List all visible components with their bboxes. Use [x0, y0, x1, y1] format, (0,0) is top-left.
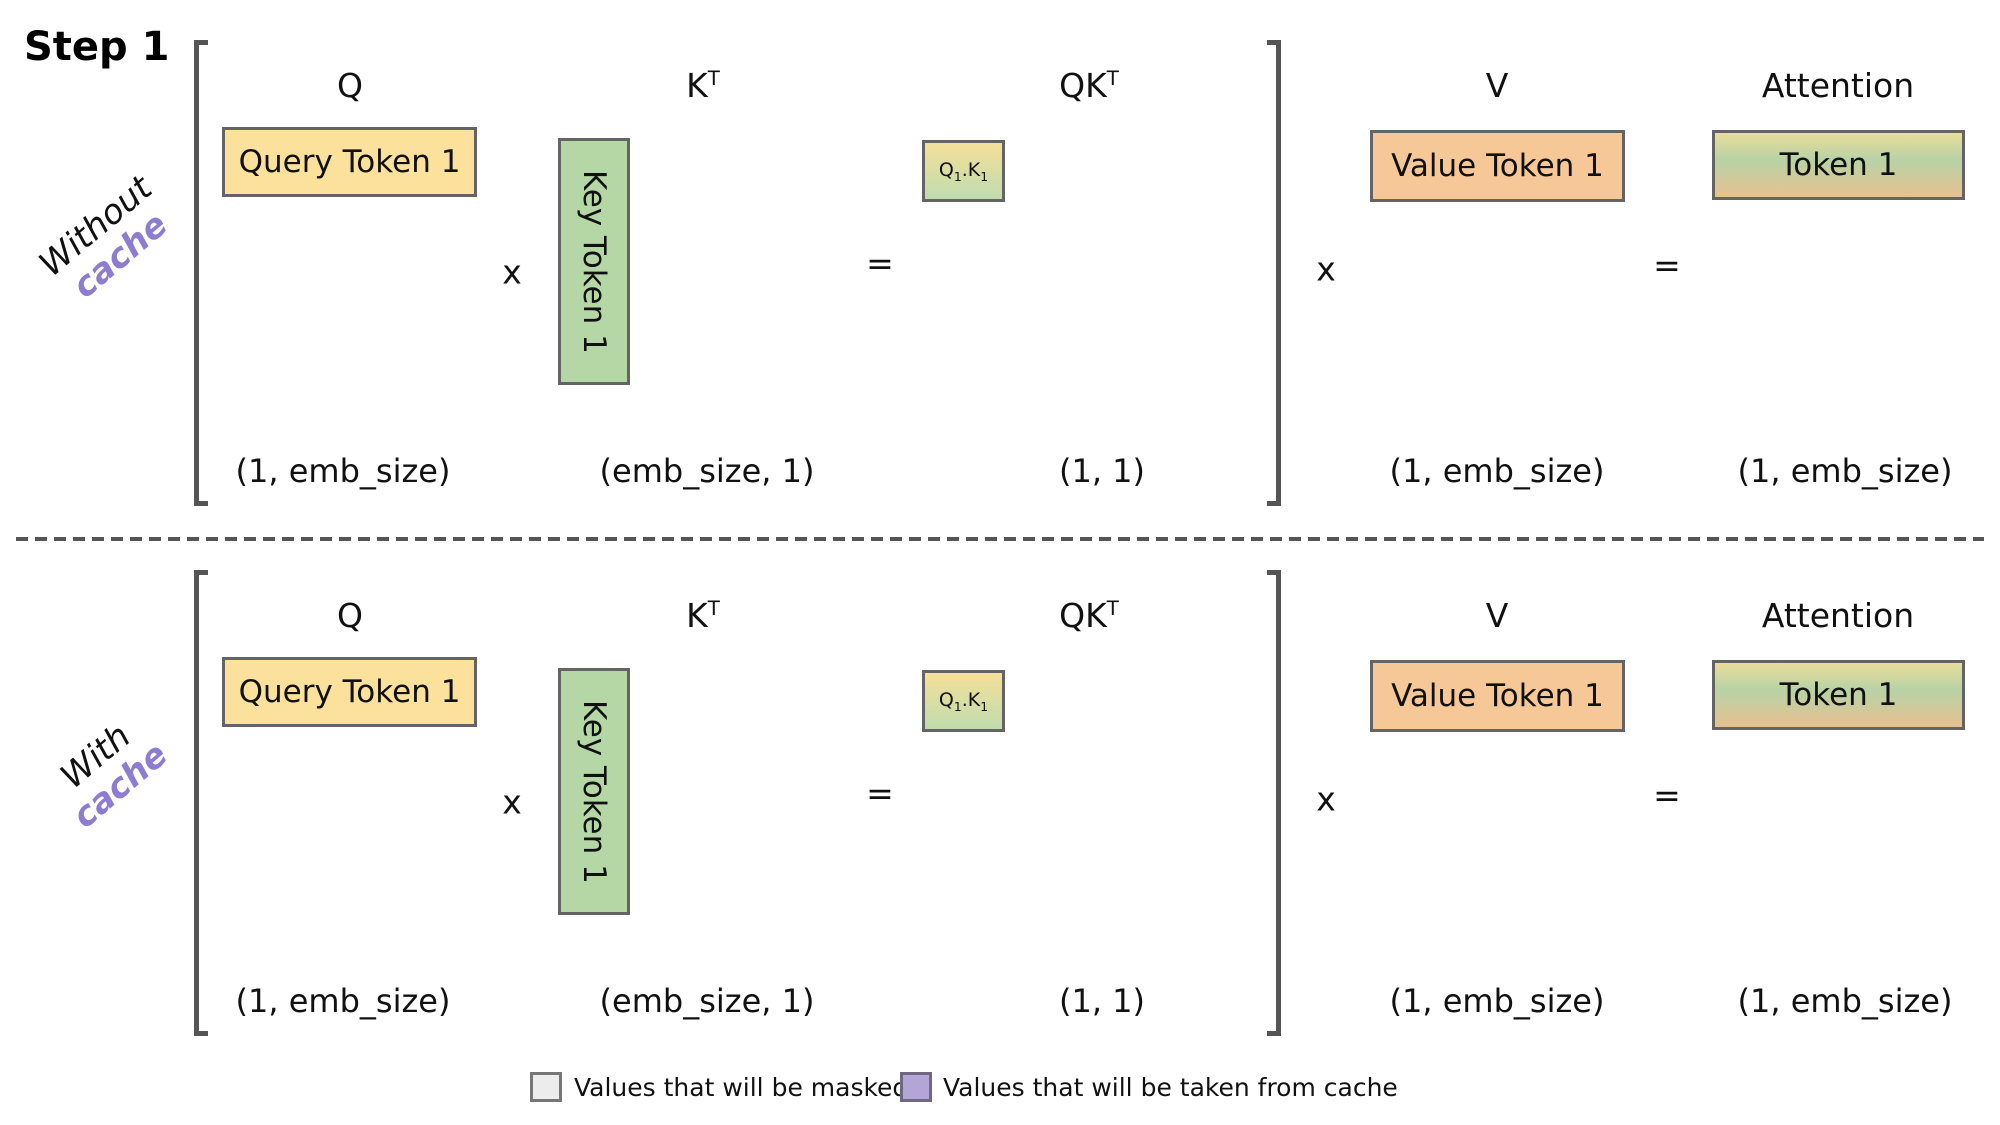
query-token-box: Query Token 1	[222, 657, 477, 727]
key-token-box: Key Token 1	[558, 668, 630, 915]
qk-cell-q-subscript: 1	[953, 169, 962, 184]
masked-legend-swatch	[530, 1072, 562, 1102]
equals-operator: =	[866, 773, 894, 813]
attention-column-header: Attention	[1761, 596, 1915, 635]
k-header-base: K	[686, 596, 708, 635]
k-shape-label: (emb_size, 1)	[599, 982, 815, 1020]
key-token-box: Key Token 1	[558, 138, 630, 385]
qk-product-cell: Q1.K1	[922, 140, 1005, 202]
attention-token-box: Token 1	[1712, 130, 1965, 200]
multiply-operator: x	[1316, 249, 1336, 289]
row-without-cache: Without cache Q Query Token 1 x KT Key T…	[0, 0, 2000, 530]
multiply-operator: x	[1316, 779, 1336, 819]
q-shape-label: (1, emb_size)	[235, 982, 451, 1020]
qk-header-base: QK	[1059, 66, 1107, 105]
masked-legend-label: Values that will be masked	[574, 1073, 909, 1102]
qk-header-superscript: T	[1106, 67, 1119, 90]
k-transpose-column-header: KT	[686, 596, 720, 635]
q-column-header: Q	[337, 66, 363, 105]
attention-shape-label: (1, emb_size)	[1737, 982, 1953, 1020]
row-side-label: Without cache	[15, 154, 202, 328]
v-column-header: V	[1485, 596, 1509, 635]
qk-transpose-column-header: QKT	[1059, 596, 1119, 635]
cache-legend-label: Values that will be taken from cache	[943, 1073, 1398, 1102]
dashed-separator	[16, 537, 1984, 541]
close-bracket-icon	[1267, 40, 1281, 506]
value-token-box: Value Token 1	[1370, 130, 1625, 202]
k-header-superscript: T	[707, 67, 720, 90]
qk-cell-separator: .	[961, 158, 968, 181]
q-column-header: Q	[337, 596, 363, 635]
k-shape-label: (emb_size, 1)	[599, 452, 815, 490]
qk-cell-k: K	[967, 158, 981, 181]
equals-operator: =	[1653, 775, 1681, 815]
qk-cell-k-subscript: 1	[980, 169, 989, 184]
query-token-box: Query Token 1	[222, 127, 477, 197]
k-header-base: K	[686, 66, 708, 105]
equals-operator: =	[866, 243, 894, 283]
row-with-cache: With cache Q Query Token 1 x KT Key Toke…	[0, 530, 2000, 1060]
qk-cell-q: Q	[938, 158, 954, 181]
v-shape-label: (1, emb_size)	[1389, 982, 1605, 1020]
qk-cell-label: Q1.K1	[939, 689, 988, 714]
open-bracket-icon	[194, 570, 208, 1036]
qk-shape-label: (1, 1)	[1058, 452, 1146, 490]
qk-cell-q: Q	[938, 688, 954, 711]
row-side-label: With cache	[15, 684, 202, 858]
attention-shape-label: (1, emb_size)	[1737, 452, 1953, 490]
qk-product-cell: Q1.K1	[922, 670, 1005, 732]
page-title: Step 1	[24, 24, 170, 70]
value-token-box: Value Token 1	[1370, 660, 1625, 732]
close-bracket-icon	[1267, 570, 1281, 1036]
qk-shape-label: (1, 1)	[1058, 982, 1146, 1020]
qk-cell-q-subscript: 1	[953, 699, 962, 714]
qk-cell-k-subscript: 1	[980, 699, 989, 714]
equals-operator: =	[1653, 245, 1681, 285]
k-transpose-column-header: KT	[686, 66, 720, 105]
cache-legend-swatch	[900, 1072, 932, 1102]
v-column-header: V	[1485, 66, 1509, 105]
qk-cell-separator: .	[961, 688, 968, 711]
qk-header-superscript: T	[1106, 597, 1119, 620]
qk-cell-k: K	[967, 688, 981, 711]
qk-transpose-column-header: QKT	[1059, 66, 1119, 105]
q-shape-label: (1, emb_size)	[235, 452, 451, 490]
attention-column-header: Attention	[1761, 66, 1915, 105]
multiply-operator: x	[502, 782, 522, 822]
k-header-superscript: T	[707, 597, 720, 620]
attention-token-box: Token 1	[1712, 660, 1965, 730]
qk-header-base: QK	[1059, 596, 1107, 635]
qk-cell-label: Q1.K1	[939, 159, 988, 184]
open-bracket-icon	[194, 40, 208, 506]
multiply-operator: x	[502, 252, 522, 292]
v-shape-label: (1, emb_size)	[1389, 452, 1605, 490]
